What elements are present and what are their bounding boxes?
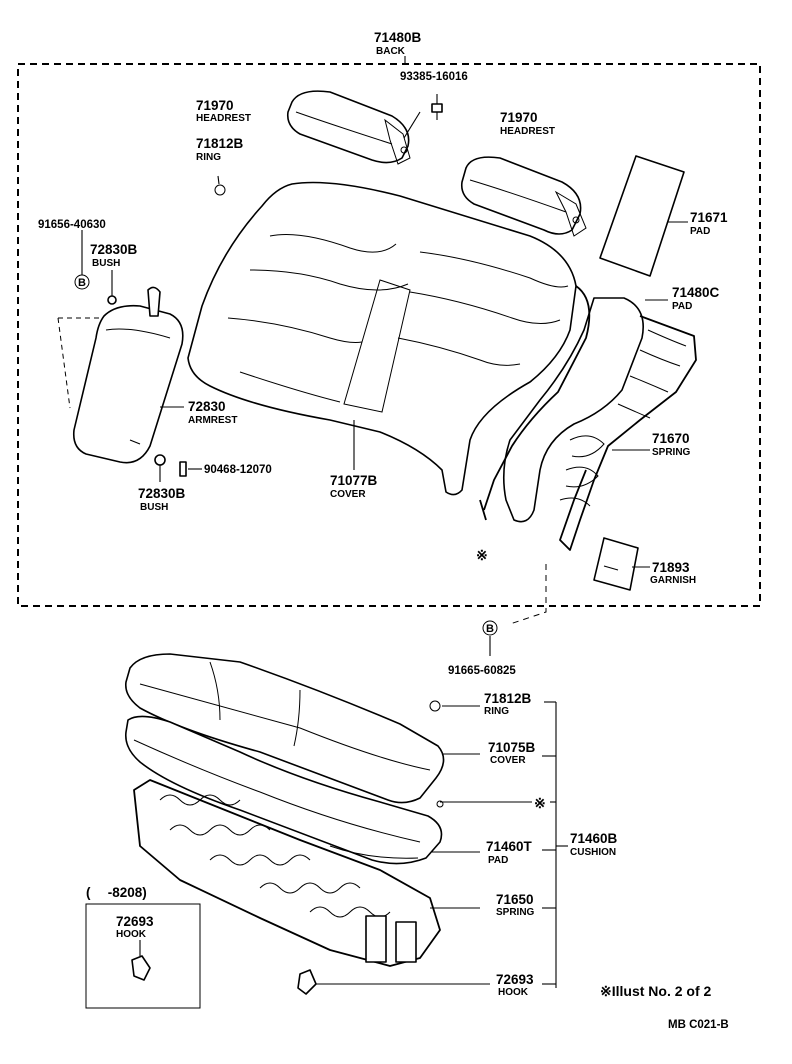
part-bush-bottom-label: BUSH — [140, 502, 168, 513]
b-marker-left-text: B — [78, 277, 86, 289]
part-pad-c-number: 71480C — [672, 285, 720, 300]
cushion-bracket — [542, 701, 568, 988]
hook-right-drawing — [297, 969, 490, 995]
ring-top-drawing — [214, 175, 226, 196]
part-pad-t-label: PAD — [488, 855, 508, 866]
part-cover-cushion-number: 71075B — [488, 740, 536, 755]
headrest-left-drawing — [286, 90, 411, 165]
back-assembly-boundary — [17, 63, 761, 607]
part-armrest-number: 72830 — [188, 399, 226, 414]
asterisk-cushion-group: ※ — [436, 795, 546, 811]
bush-bottom-drawing — [154, 454, 166, 482]
part-cushion-number: 71460B — [570, 831, 618, 846]
figure-code: MB C021-B — [668, 1019, 729, 1031]
cushion-spring-drawing — [133, 779, 480, 967]
headrest-right-drawing — [460, 156, 587, 237]
part-cushion-label: CUSHION — [570, 847, 616, 858]
part-bush-top-label: BUSH — [92, 258, 120, 269]
part-headrest-left-label: HEADREST — [196, 113, 251, 124]
seatback-cover-drawing — [187, 181, 577, 496]
part-pad-c-label: PAD — [672, 301, 692, 312]
screw-drawing — [179, 461, 202, 477]
asterisk-cushion: ※ — [534, 795, 546, 811]
ring-bottom-drawing — [429, 700, 480, 712]
part-back-label: BACK — [376, 46, 406, 57]
part-bolt-left-number: 91656-40630 — [38, 219, 106, 231]
part-bush-bottom-number: 72830B — [138, 486, 186, 501]
back-frame-drawing — [479, 285, 591, 521]
part-pad-side-label: PAD — [690, 226, 710, 237]
cushion-pad-drawing — [124, 715, 480, 865]
part-bolt-top-number: 93385-16016 — [400, 71, 468, 83]
pad-c-drawing — [502, 297, 668, 523]
part-garnish-number: 71893 — [652, 560, 690, 575]
spring-back-drawing — [559, 315, 697, 551]
part-hook-right-label: HOOK — [498, 987, 529, 998]
part-garnish-label: GARNISH — [650, 575, 696, 586]
part-pad-t-number: 71460T — [486, 839, 533, 854]
part-spring-back-number: 71670 — [652, 431, 690, 446]
part-ring-bottom-label: RING — [484, 706, 509, 717]
b-marker-left: B — [74, 230, 90, 290]
part-ring-bottom-number: 71812B — [484, 691, 532, 706]
part-ring-top-number: 71812B — [196, 136, 244, 151]
inset-range: ( -8208) — [86, 885, 147, 900]
part-headrest-left-number: 71970 — [196, 98, 234, 113]
asterisk-back: ※ — [476, 547, 488, 563]
pad-side-drawing — [599, 155, 688, 277]
part-bush-top-number: 72830B — [90, 242, 138, 257]
part-spring-cushion-label: SPRING — [496, 907, 535, 918]
illust-note: ※Illust No. 2 of 2 — [600, 983, 712, 999]
part-screw-number: 90468-12070 — [204, 464, 272, 476]
armrest-drawing — [57, 286, 184, 464]
garnish-drawing — [593, 537, 650, 591]
part-hook-inset-label: HOOK — [116, 929, 147, 940]
bush-top-drawing — [107, 270, 117, 305]
part-armrest-label: ARMREST — [188, 415, 237, 426]
part-cover-cushion-label: COVER — [490, 755, 526, 766]
part-cover-back-number: 71077B — [330, 473, 378, 488]
b-marker-bottom: B — [482, 564, 547, 656]
b-marker-bottom-text: B — [486, 623, 494, 635]
part-headrest-right-number: 71970 — [500, 110, 538, 125]
bolt-top-drawing — [403, 94, 443, 139]
part-back-number: 71480B — [374, 30, 422, 45]
part-headrest-right-label: HEADREST — [500, 126, 555, 137]
part-pad-side-number: 71671 — [690, 210, 728, 225]
part-spring-cushion-number: 71650 — [496, 892, 534, 907]
part-hook-inset-number: 72693 — [116, 914, 154, 929]
part-ring-top-label: RING — [196, 152, 221, 163]
part-cover-back-label: COVER — [330, 489, 366, 500]
part-bolt-b-number: 91665-60825 — [448, 665, 516, 677]
cushion-cover-drawing — [124, 653, 480, 804]
part-spring-back-label: SPRING — [652, 447, 691, 458]
inset-box — [85, 903, 201, 1009]
part-hook-right-number: 72693 — [496, 972, 534, 987]
